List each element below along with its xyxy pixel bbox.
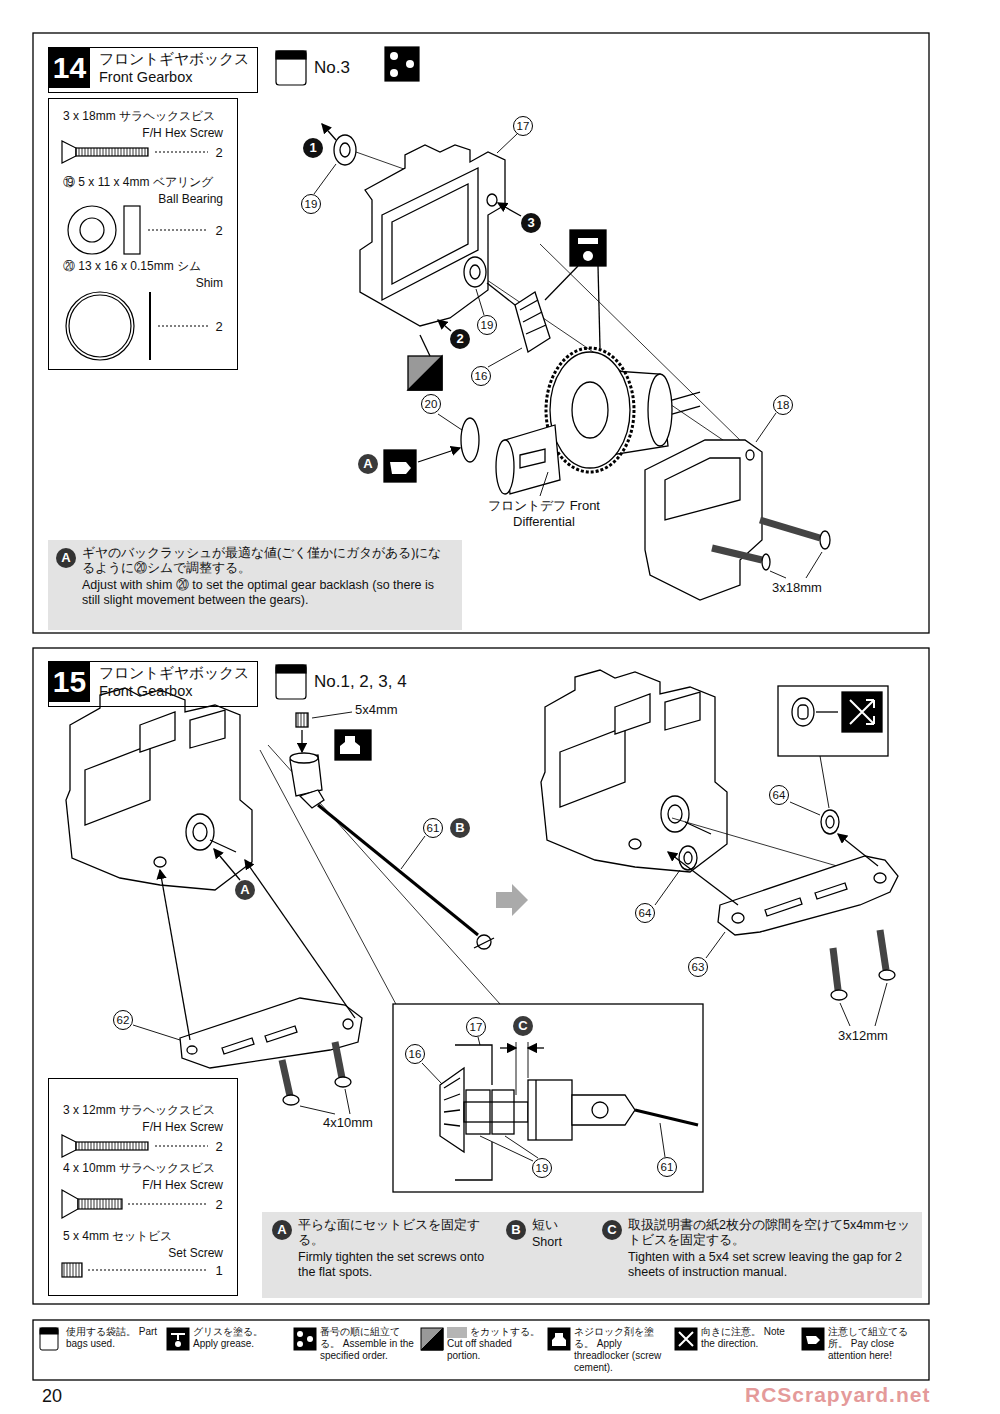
legend-text: グリスを塗る。 Apply grease.	[193, 1326, 289, 1350]
callout-number: 61	[657, 1157, 677, 1177]
dimension-label: 3x12mm	[838, 1028, 888, 1043]
part-count: 2	[209, 319, 229, 335]
legend-text: 注意して組立てる所。 Pay close attention here!	[828, 1326, 924, 1362]
text-block: F/H Hex Screw	[63, 126, 223, 141]
legend-text: 番号の順に組立てる。 Assemble in the specified ord…	[320, 1326, 416, 1362]
note-letter: A	[235, 880, 255, 900]
callout-number: 17	[466, 1017, 486, 1037]
dimension-label: 3x18mm	[772, 580, 822, 595]
text-block: No.3	[314, 58, 362, 78]
legend-text: 向きに注意。 Note the direction.	[701, 1326, 797, 1350]
text-block: 平らな面にセットビスを固定する。	[298, 1218, 498, 1248]
part-count: 2	[209, 1139, 229, 1155]
step-order-number: 2	[450, 329, 470, 349]
text-block: 短い	[532, 1218, 594, 1233]
dimension-label: 4x10mm	[323, 1115, 373, 1130]
step14-drawing	[314, 124, 830, 600]
part-count: 2	[209, 223, 229, 239]
text-block: Ball Bearing	[63, 192, 223, 207]
step-header: 14 フロントギヤボックスFront Gearbox	[48, 47, 258, 93]
step-order-number: 1	[303, 138, 323, 158]
text-block: Firmly tighten the set screws onto the f…	[298, 1250, 498, 1280]
dimension-label: フロントデフ Front Differential	[479, 498, 609, 530]
page-number: 20	[42, 1386, 62, 1407]
text-block: F/H Hex Screw	[63, 1120, 223, 1135]
text-block: Set Screw	[63, 1246, 223, 1261]
text-block: 5 x 4mm セットビス	[63, 1229, 233, 1244]
watermark: RCScrapyard.net	[745, 1383, 930, 1407]
note-box: A ギヤのバックラッシュが最適な値(ごく僅かにガタがある)になるように⑳シムで調整…	[48, 540, 462, 630]
callout-number: 63	[688, 957, 708, 977]
text-block: Tighten with a 5x4 set screw leaving the…	[628, 1250, 916, 1280]
text-block: Adjust with shim ⑳ to set the optimal ge…	[82, 578, 454, 608]
callout-number: 64	[635, 903, 655, 923]
text-block: Front Gearbox	[99, 69, 254, 86]
parts-list: 3 x 18mm サラヘックスビス F/H Hex Screw 2 ⑲ 5 x 11 …	[48, 98, 238, 370]
bag-box: No.3	[272, 47, 362, 89]
note-letter: B	[450, 818, 470, 838]
note-letter: A	[358, 454, 378, 474]
callout-number: 19	[532, 1158, 552, 1178]
part-count: 1	[209, 1263, 229, 1279]
text-block: Front Gearbox	[99, 683, 254, 700]
callout-number: 62	[113, 1010, 133, 1030]
part-count: 2	[209, 1197, 229, 1213]
callout-number: 16	[471, 366, 491, 386]
note-box: A 平らな面にセットビスを固定する。Firmly tighten the set …	[262, 1212, 922, 1298]
step-order-number: 3	[521, 213, 541, 233]
note-letter: C	[602, 1220, 622, 1240]
legend-text: 使用する袋詰。 Part bags used.	[66, 1326, 162, 1350]
text-block: ⑳ 13 x 16 x 0.15mm シム	[63, 259, 233, 274]
part-count: 2	[209, 145, 229, 161]
text-block: Short	[532, 1235, 594, 1250]
text-block: 4 x 10mm サラヘックスビス	[63, 1161, 233, 1176]
text-block: F/H Hex Screw	[63, 1178, 223, 1193]
callout-number: 18	[773, 395, 793, 415]
note-letter: A	[56, 548, 76, 568]
text-block: 取扱説明書の紙2枚分の隙間を空けて5x4mmセットビスを固定する。	[628, 1218, 916, 1248]
legend-text: ネジロック剤を塗る。 Apply threadlocker (screw cem…	[574, 1326, 670, 1374]
callout-number: 61	[423, 818, 443, 838]
text-block: 3 x 12mm サラヘックスビス	[63, 1103, 233, 1118]
callout-number: 20	[421, 394, 441, 414]
text-block: 15	[49, 662, 90, 702]
text-block: フロントギヤボックス	[99, 51, 254, 68]
callout-number: 19	[477, 315, 497, 335]
text-block: フロントギヤボックス	[99, 665, 254, 682]
note-letter: A	[272, 1220, 292, 1240]
panels	[33, 33, 929, 1380]
callout-number: 19	[301, 194, 321, 214]
note-letter: B	[506, 1220, 526, 1240]
text-block: 14	[49, 48, 90, 88]
callout-number: 16	[405, 1044, 425, 1064]
bag-box: No.1, 2, 3, 4	[272, 661, 432, 703]
note-letter: C	[513, 1016, 533, 1036]
text-block: ⑲ 5 x 11 x 4mm ベアリング	[63, 175, 233, 190]
callout-number: 17	[513, 116, 533, 136]
callout-number: 64	[769, 785, 789, 805]
parts-list: 3 x 12mm サラヘックスビス F/H Hex Screw 2 4 x 10mm …	[48, 1078, 238, 1296]
step-header: 15 フロントギヤボックスFront Gearbox	[48, 661, 258, 707]
text-block: No.1, 2, 3, 4	[314, 672, 430, 692]
text-block: 3 x 18mm サラヘックスビス	[63, 109, 233, 124]
dimension-label: 5x4mm	[355, 702, 398, 717]
legend-swatch	[447, 1327, 467, 1338]
text-block: ギヤのバックラッシュが最適な値(ごく僅かにガタがある)になるように⑳シムで調整す…	[82, 546, 454, 576]
text-block: Shim	[63, 276, 223, 291]
